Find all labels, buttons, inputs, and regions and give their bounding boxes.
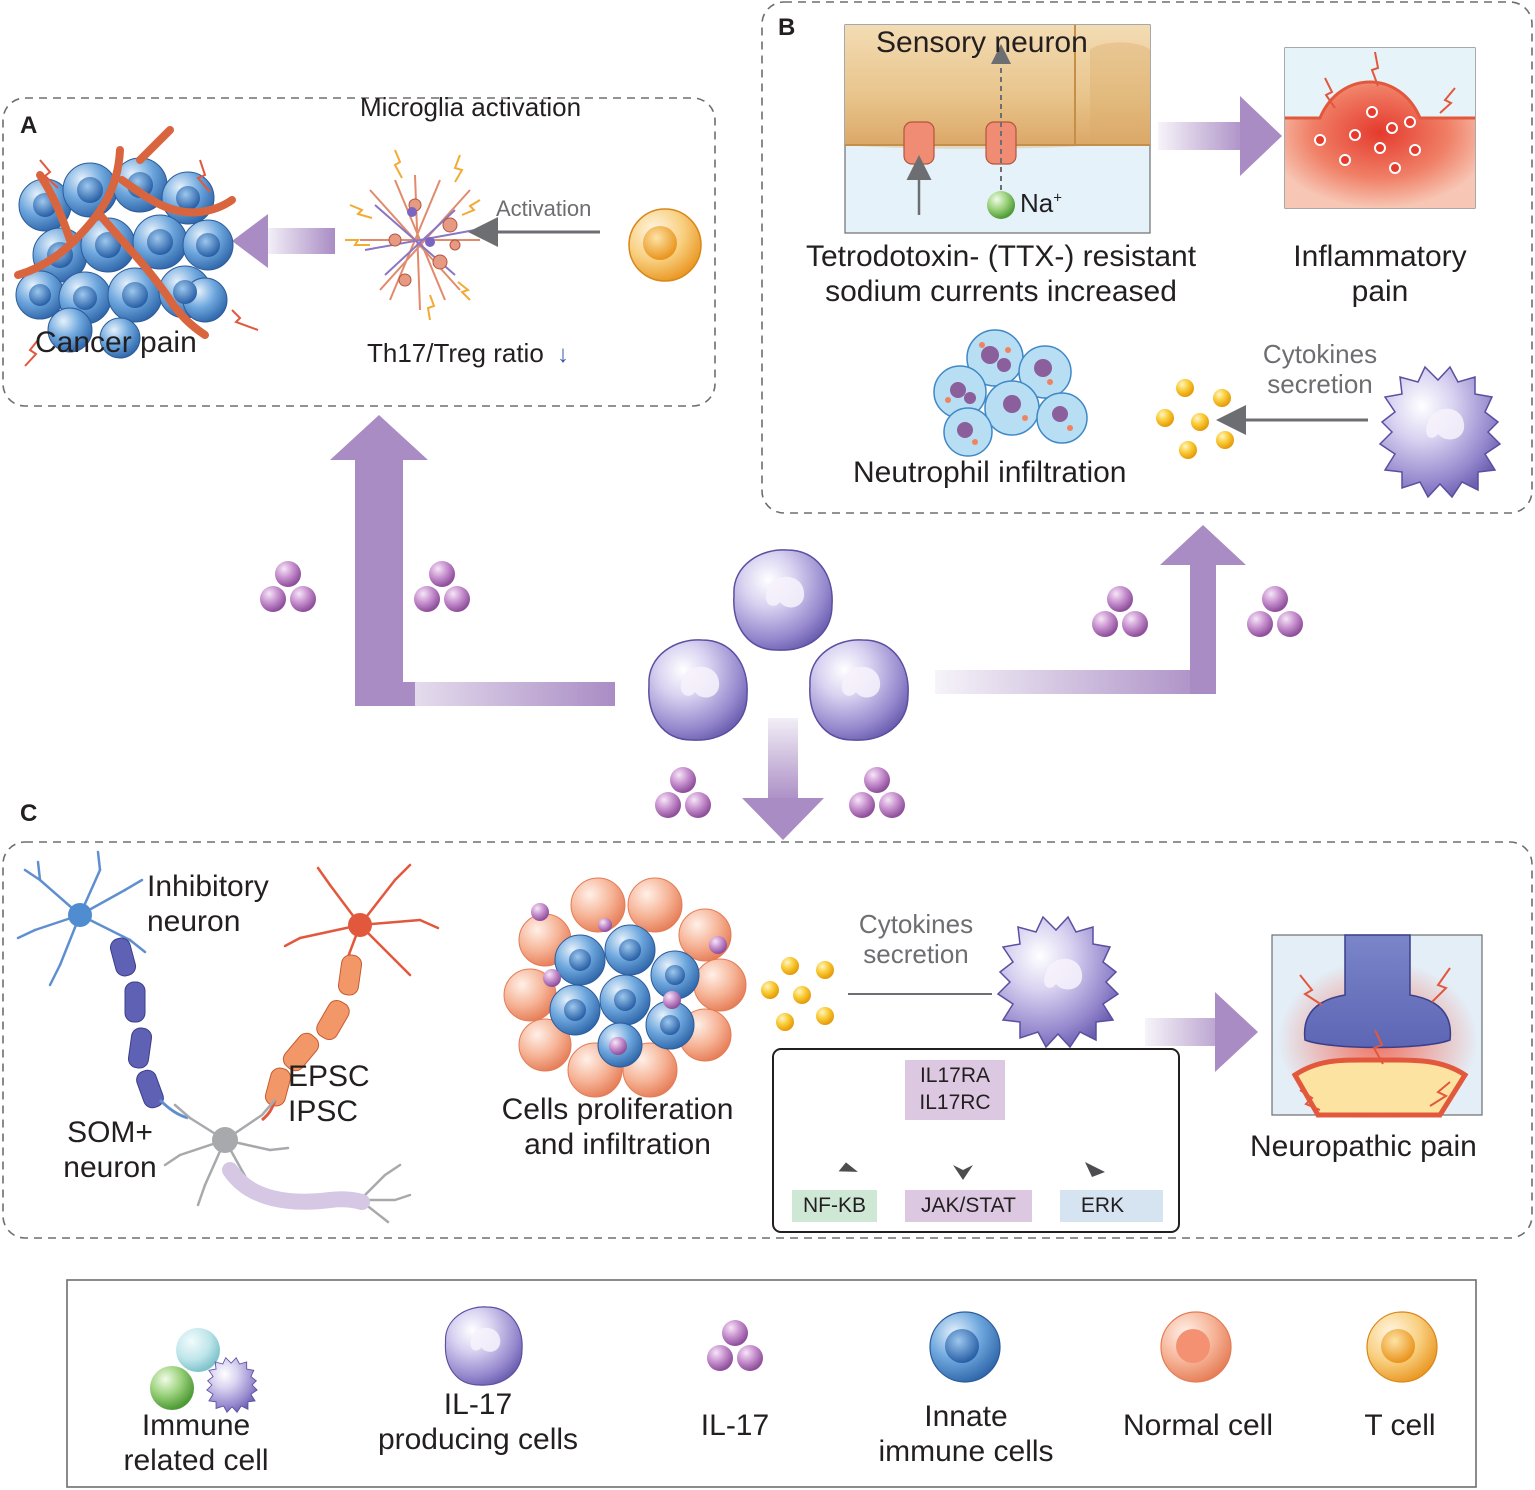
neutrophil-infiltration-label: Neutrophil infiltration (853, 456, 1127, 489)
cancer-pain-label: Cancer pain (35, 326, 197, 359)
legend-tcell-label: T cell (1364, 1409, 1436, 1442)
pathway-jakstat: JAK/STAT (921, 1194, 1016, 1217)
ttx-label: Tetrodotoxin- (TTX-) resistant sodium cu… (805, 240, 1197, 308)
sensory-neuron-panel (844, 24, 1151, 234)
c-cytokines (761, 957, 834, 1031)
central-il17-producing-cells (648, 549, 909, 741)
activation-label: Activation (496, 196, 592, 221)
sodium-ion-label: Na+ (1020, 188, 1063, 218)
panel-a-border (2, 97, 716, 407)
pathway-jakstat-bg (905, 1190, 1032, 1222)
pathway-erk-bg (1060, 1190, 1163, 1222)
b-cytokines-secretion-label: Cytokines secretion (1262, 339, 1378, 399)
inflammatory-pain-label: Inflammatory pain (1293, 240, 1467, 308)
legend-il17-producing-label: IL-17 producing cells (377, 1388, 579, 1456)
cells-proliferation-label: Cells proliferation and infiltration (501, 1093, 734, 1161)
sensory-neuron-label: Sensory neuron (876, 26, 1088, 59)
c-il17-cell (996, 915, 1120, 1049)
legend-il17-label: IL-17 (700, 1409, 770, 1442)
legend-immune-related-icon (150, 1328, 258, 1414)
inhibitory-neuron-label: Inhibitory neuron (147, 870, 269, 938)
t-cell (628, 208, 702, 282)
th17-treg-ratio-label: Th17/Treg ratio ↓ (367, 338, 570, 368)
legend-innate-label: Innate immune cells (878, 1400, 1054, 1468)
flow-arrows (232, 96, 1282, 1072)
proliferation-cluster (503, 877, 747, 1098)
legend-normal-label: Normal cell (1122, 1409, 1274, 1442)
panel-b-letter: B (778, 14, 796, 41)
legend-immune-related-label: Immune related cell (123, 1409, 269, 1477)
neutrophil-cluster (933, 329, 1088, 457)
il17-clusters (260, 561, 1303, 818)
panel-b-border (761, 1, 1533, 514)
legend-tcell-icon (1366, 1311, 1438, 1383)
legend-il17-icon (707, 1320, 763, 1371)
panel-c-letter: C (20, 800, 38, 827)
synapse (1271, 934, 1483, 1120)
neuron-circuit (16, 850, 440, 1224)
legend-border (66, 1279, 1477, 1488)
panel-c-border (2, 841, 1533, 1239)
legend-normal-icon (1160, 1311, 1232, 1383)
neuropathic-pain-label: Neuropathic pain (1250, 1130, 1477, 1163)
pathway-arrowheads (838, 1162, 1105, 1180)
som-neuron-label: SOM+ neuron (63, 1116, 157, 1184)
legend-innate-icon (929, 1311, 1001, 1383)
b-il17-cell (1378, 365, 1502, 499)
b-cytokines (1156, 379, 1234, 459)
signaling-box (772, 1048, 1180, 1233)
cancer-tumor-cluster (14, 126, 259, 367)
receptor-box (905, 1060, 1005, 1120)
pathway-nfkb-bg (792, 1190, 877, 1222)
epsc-ipsc-label: EPSC IPSC (288, 1060, 370, 1128)
microglia-activation-label: Microglia activation (360, 92, 582, 122)
down-arrow-icon: ↓ (557, 341, 570, 368)
receptor-labels: IL17RA IL17RC (905, 1062, 1005, 1116)
receptor-il17rc: IL17RC (919, 1091, 991, 1114)
microglia-cluster (345, 149, 481, 321)
pathway-nfkb: NF-KB (803, 1194, 866, 1217)
inflammation-tissue (1284, 47, 1476, 209)
panel-a-letter: A (20, 112, 38, 139)
receptor-il17ra: IL17RA (919, 1064, 991, 1087)
legend-il17-producing-icon (444, 1306, 523, 1386)
c-cytokines-secretion-label: Cytokines secretion (858, 909, 974, 969)
pathway-erk: ERK (1080, 1194, 1125, 1217)
